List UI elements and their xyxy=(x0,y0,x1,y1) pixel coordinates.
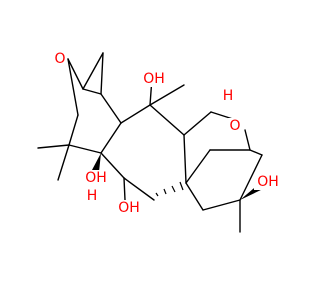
label-background xyxy=(254,174,282,190)
bond xyxy=(239,154,263,201)
hashed-bond xyxy=(155,181,184,197)
bond xyxy=(37,144,70,149)
label-layer: O OH O H OH H OH OH xyxy=(53,51,282,216)
hydroxyl-top-label: OH xyxy=(143,71,165,87)
bond xyxy=(123,177,126,201)
hydroxyl-right-label: OH xyxy=(257,174,279,190)
label-background xyxy=(221,88,235,104)
bond xyxy=(185,149,211,184)
bond xyxy=(149,104,185,136)
hash-stroke xyxy=(163,188,167,195)
bond xyxy=(100,52,104,95)
bond xyxy=(183,111,212,136)
label-background xyxy=(115,200,143,216)
bond xyxy=(100,93,122,124)
wedge-bond xyxy=(92,153,101,172)
bond xyxy=(67,58,79,116)
hydroxyl-bottom-label: OH xyxy=(118,200,140,216)
molecule-structure: O OH O H OH H OH OH xyxy=(37,51,282,233)
stereo-layer xyxy=(92,153,263,201)
bond xyxy=(100,152,125,179)
bond xyxy=(68,114,79,146)
bond xyxy=(123,177,155,201)
label-background xyxy=(83,170,109,186)
bridge-oxygen-label: O xyxy=(229,118,240,134)
bridge-hydroxyl-h-label: H xyxy=(223,88,234,104)
bond xyxy=(68,144,102,154)
hash-stroke xyxy=(171,185,176,193)
bond xyxy=(82,88,102,95)
label-background xyxy=(228,118,242,134)
bond xyxy=(202,199,241,211)
label-background xyxy=(141,71,167,87)
bond xyxy=(183,134,187,184)
hash-stroke xyxy=(179,181,184,191)
bond xyxy=(149,84,185,106)
bond xyxy=(82,52,104,90)
bond xyxy=(185,182,204,211)
epoxide-oxygen-label: O xyxy=(54,51,65,67)
bond-layer xyxy=(37,52,263,233)
bond xyxy=(120,104,151,124)
hash-stroke xyxy=(155,192,159,197)
hydroxyl-left-h-label: H xyxy=(87,188,98,204)
bond xyxy=(244,129,251,151)
bond xyxy=(100,122,122,154)
hydroxyl-left-label: OH xyxy=(85,170,107,186)
bond xyxy=(249,149,263,156)
bond xyxy=(67,58,84,90)
label-background xyxy=(53,51,67,67)
bond xyxy=(57,144,70,181)
